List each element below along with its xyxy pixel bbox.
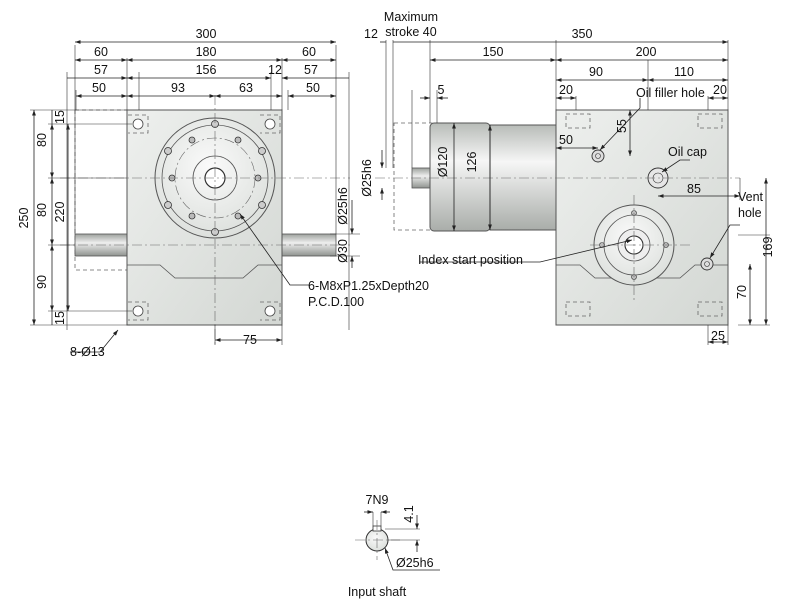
input-shaft-keyway-label: 7N9 [366,493,389,507]
dim-height-80a: 80 [35,133,49,147]
front-bolt-holes [128,114,281,321]
dim-200: 200 [636,45,657,59]
oil-filler-hole [591,149,605,163]
dim-height-250: 250 [17,208,31,229]
dim-right-shaft: 60 [302,45,316,59]
dim-12: 12 [364,27,378,41]
dim-63: 63 [239,81,253,95]
tapped-hole [234,136,242,144]
dim-overall-width: 300 [196,27,217,41]
dim-70: 70 [735,285,749,299]
label-vent-1: Vent [738,190,764,204]
flange-bolt [164,147,172,155]
leader-thread-spec [239,213,310,286]
front-extension-lines-2 [30,109,360,345]
dim-55: 55 [615,119,629,133]
dim-right-50: 50 [306,81,320,95]
dim-bottom-15: 15 [53,311,67,325]
bolt-hole-top-right [264,118,276,130]
leader-input-shaft-dia [384,547,440,571]
side-dimension-texts: Maximum stroke 40 12 350 150 200 90 110 … [360,10,775,343]
label-pcd: P.C.D.100 [308,295,364,309]
dim-shaft-dia-30: Ø30 [336,239,350,263]
tapped-hole [234,212,242,220]
leader-oil-filler [599,98,641,151]
bolt-hole-bottom-left [132,305,144,317]
input-shaft-depth-label: 4.1 [402,505,416,522]
leader-index-start [420,239,633,263]
dim-right-57: 57 [304,63,318,77]
vent-hole-inner [704,261,710,267]
side-view: Maximum stroke 40 12 350 150 200 90 110 … [360,10,775,345]
leader-oil-cap [661,159,690,173]
dim-25: 25 [711,329,725,343]
flange-bolt [258,201,266,209]
front-housing-step [127,264,282,279]
dim-shaft-dia-25h6: Ø25h6 [336,187,350,225]
side-dia-25h6: Ø25h6 [360,159,374,197]
dim-126: 126 [465,152,479,173]
input-shaft-extension-lines [372,512,420,541]
label-oil-cap: Oil cap [668,145,707,159]
bolt-hole-bottom-right [264,305,276,317]
dia-120: Ø120 [436,147,450,178]
dim-50: 50 [559,133,573,147]
tapped-hole [188,136,196,144]
dim-height-80b: 80 [35,203,49,217]
label-index-start: Index start position [418,253,523,267]
side-mount-holes-hidden [565,113,723,317]
input-shaft-dia-label: Ø25h6 [396,556,434,570]
label-max-stroke-1: Maximum [384,10,438,24]
dim-350: 350 [572,27,593,41]
flange-bolt [258,147,266,155]
dim-mid-156: 156 [196,63,217,77]
dim-bottom-75: 75 [243,333,257,347]
bolt-hole-top-left [132,118,144,130]
input-shaft-detail: 7N9 4.1 Ø25h6 Input shaft [348,493,440,599]
dim-left-20: 20 [559,83,573,97]
label-bolt-holes: 8-Ø13 [70,345,105,359]
leader-bolt-holes [70,329,119,353]
dim-left-shaft: 60 [94,45,108,59]
label-vent-2: hole [738,206,762,220]
dim-5: 5 [438,83,445,97]
dim-left-57: 57 [94,63,108,77]
flange-bolt [164,201,172,209]
dim-90: 90 [589,65,603,79]
dim-left-50: 50 [92,81,106,95]
oil-filler-hole-inner [595,153,601,159]
side-bearing-housing [489,124,557,231]
dim-110: 110 [674,65,694,79]
dim-top-15: 15 [53,110,67,124]
input-shaft-caption: Input shaft [348,585,407,599]
dim-body-width: 180 [196,45,217,59]
label-max-stroke-2: stroke 40 [385,25,436,39]
vent-hole [700,257,714,271]
bolt-counterbores [128,114,281,321]
tapped-hole [188,212,196,220]
dim-height-90: 90 [35,275,49,289]
front-view: 300 60 180 60 57 156 12 57 50 93 63 50 7… [17,27,429,359]
label-oil-filler: Oil filler hole [636,86,705,100]
side-extension-lines [385,40,770,345]
leader-vent-hole [709,224,740,259]
dim-93: 93 [171,81,185,95]
front-dimension-lines [32,40,354,353]
dim-169: 169 [761,237,775,258]
dim-150: 150 [483,45,504,59]
label-thread-spec: 6-M8xP1.25xDepth20 [308,279,429,293]
dim-right-20: 20 [713,83,727,97]
dim-height-220: 220 [53,202,67,223]
side-dimension-lines [380,40,768,344]
dim-85: 85 [687,182,701,196]
dim-gap-12: 12 [268,63,282,77]
front-dimension-texts: 300 60 180 60 57 156 12 57 50 93 63 50 7… [17,27,429,359]
